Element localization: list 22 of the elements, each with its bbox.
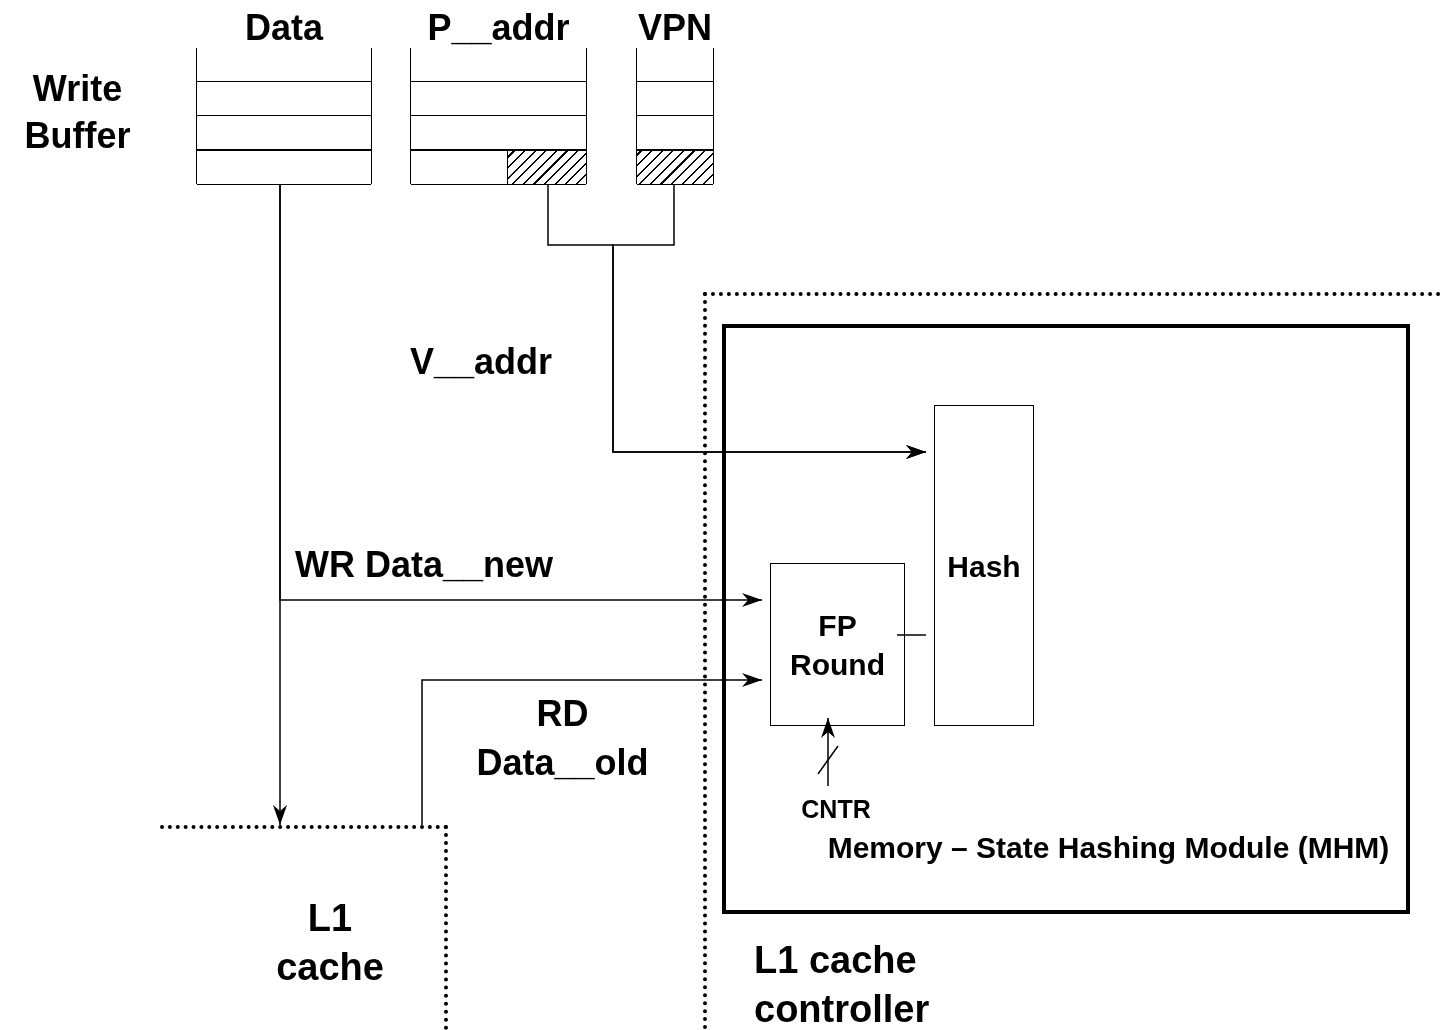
module-box [722, 324, 1410, 914]
column-heading: Data [244, 8, 325, 48]
region-label: L1 cache [275, 896, 385, 991]
cache-region [160, 825, 448, 1030]
hash-box [934, 405, 1034, 726]
column-heading: VPN [637, 8, 713, 48]
edge-label: RD Data__old [475, 692, 650, 785]
arrow [279, 183, 763, 607]
edge-label: V__addr [410, 340, 554, 384]
region-label: L1 cache controller [754, 938, 931, 1030]
box-label: Hash [946, 548, 1022, 584]
arrow [421, 673, 763, 826]
edge-label: WR Data__new [295, 543, 555, 587]
box-label: FP Round [789, 607, 886, 683]
box-label: Memory – State Hashing Module (MHM) [826, 830, 1391, 866]
signal-label: CNTR [786, 794, 886, 824]
arrow [821, 717, 835, 787]
column-heading: P__addr [426, 8, 571, 48]
process-box [770, 563, 905, 726]
buffer-label: Write Buffer [23, 67, 132, 158]
arrow [612, 183, 927, 459]
cache-controller-region [703, 292, 1441, 1030]
